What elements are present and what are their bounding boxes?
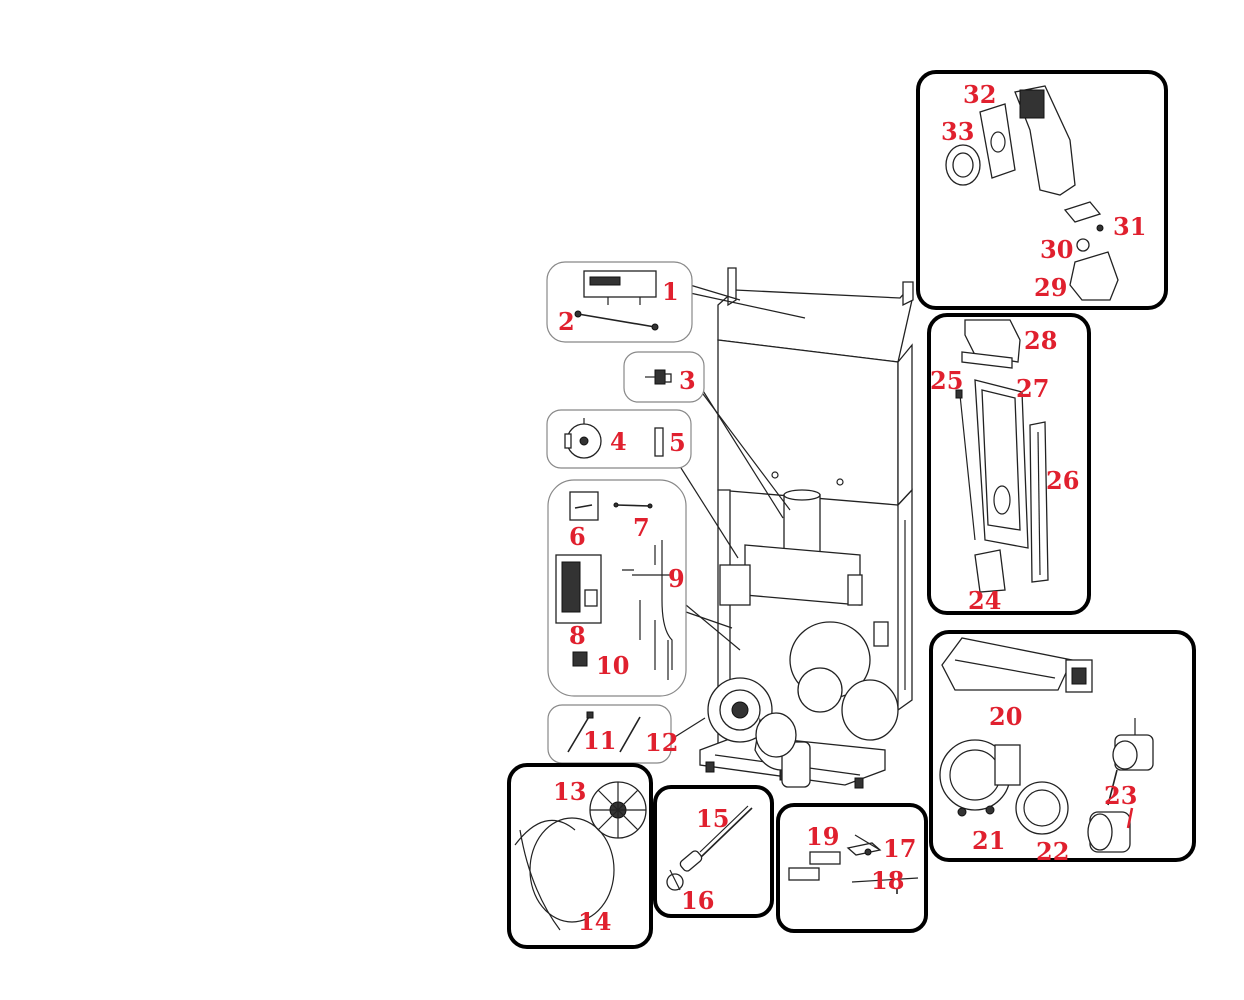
group-frame-6-10 bbox=[547, 479, 687, 697]
callout-5: 5 bbox=[669, 428, 686, 457]
callout-19: 19 bbox=[806, 822, 839, 851]
leader-lines bbox=[669, 284, 806, 741]
callout-12: 12 bbox=[645, 728, 678, 757]
callout-7: 7 bbox=[633, 513, 650, 542]
callout-24: 24 bbox=[968, 586, 1001, 615]
panel-17-19 bbox=[776, 803, 928, 933]
callout-26: 26 bbox=[1046, 466, 1079, 495]
callout-28: 28 bbox=[1024, 326, 1057, 355]
callout-4: 4 bbox=[610, 427, 627, 456]
callout-6: 6 bbox=[569, 522, 586, 551]
panel-13-14 bbox=[507, 763, 653, 949]
callout-16: 16 bbox=[681, 886, 714, 915]
callout-29: 29 bbox=[1034, 273, 1067, 302]
callout-32: 32 bbox=[963, 80, 996, 109]
callout-33: 33 bbox=[941, 117, 974, 146]
panel-24-28 bbox=[927, 313, 1091, 615]
group-frame-3 bbox=[623, 351, 705, 403]
callout-21: 21 bbox=[972, 826, 1005, 855]
appliance-frame bbox=[699, 267, 914, 789]
callout-31: 31 bbox=[1113, 212, 1146, 241]
callout-22: 22 bbox=[1036, 837, 1069, 866]
callout-10: 10 bbox=[596, 651, 629, 680]
callout-15: 15 bbox=[696, 804, 729, 833]
callout-2: 2 bbox=[558, 307, 575, 336]
callout-30: 30 bbox=[1040, 235, 1073, 264]
callout-labels: 1 2 3 4 5 6 7 8 9 10 11 12 13 14 15 16 1… bbox=[553, 80, 1146, 936]
callout-25: 25 bbox=[930, 366, 963, 395]
callout-27: 27 bbox=[1016, 374, 1049, 403]
callout-11: 11 bbox=[583, 726, 616, 755]
callout-20: 20 bbox=[989, 702, 1022, 731]
group-frame-11-12 bbox=[547, 704, 672, 764]
callout-3: 3 bbox=[679, 366, 696, 395]
callout-18: 18 bbox=[871, 866, 904, 895]
group-frame-1-2 bbox=[546, 261, 693, 343]
callout-13: 13 bbox=[553, 777, 586, 806]
callout-23: 23 bbox=[1104, 781, 1137, 810]
callout-9: 9 bbox=[668, 564, 685, 593]
panel-15-16 bbox=[653, 785, 774, 918]
callout-1: 1 bbox=[662, 277, 679, 306]
panel-29-33 bbox=[916, 70, 1168, 310]
group-frame-4-5 bbox=[546, 409, 692, 469]
callout-14: 14 bbox=[578, 907, 611, 936]
panel-20-23 bbox=[929, 630, 1196, 862]
callout-8: 8 bbox=[569, 621, 586, 650]
callout-17: 17 bbox=[883, 834, 916, 863]
